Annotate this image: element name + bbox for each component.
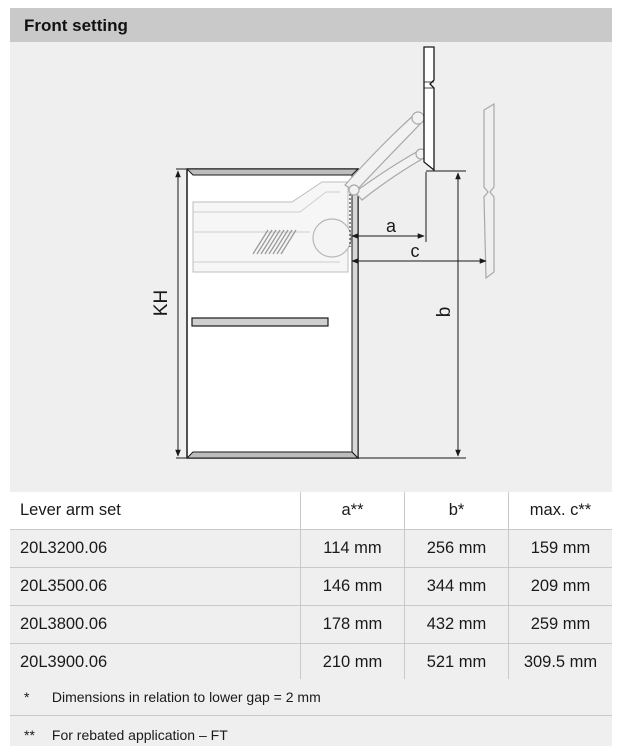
table-row: 20L3900.06 210 mm 521 mm 309.5 mm xyxy=(10,643,612,682)
table-row: 20L3500.06 146 mm 344 mm 209 mm xyxy=(10,567,612,606)
cell-max-c: 209 mm xyxy=(508,567,612,606)
footnote-mark: * xyxy=(24,689,30,705)
footnote-gap: * Dimensions in relation to lower gap = … xyxy=(10,679,612,716)
footnote-mark: ** xyxy=(24,727,35,743)
dimension-kh xyxy=(175,168,186,459)
cell-a: 146 mm xyxy=(300,567,405,606)
col-header-b: b* xyxy=(404,492,509,530)
cell-b: 432 mm xyxy=(404,605,509,644)
cell-lever-arm-set: 20L3500.06 xyxy=(10,567,301,606)
col-header-a: a** xyxy=(300,492,405,530)
cell-lever-arm-set: 20L3200.06 xyxy=(10,529,301,568)
cell-max-c: 159 mm xyxy=(508,529,612,568)
footnote-rebated: ** For rebated application – FT xyxy=(10,716,612,746)
front-panel-ghost xyxy=(483,102,495,280)
cell-b: 521 mm xyxy=(404,643,509,682)
label-b: b xyxy=(434,307,455,318)
diagram-drawing: KH a c b xyxy=(151,46,495,460)
lever-arm-table: Lever arm set a** b* max. c** 20L3200.06… xyxy=(10,492,612,682)
col-header-max-c: max. c** xyxy=(508,492,612,530)
cell-lever-arm-set: 20L3900.06 xyxy=(10,643,301,682)
cell-max-c: 259 mm xyxy=(508,605,612,644)
front-panel xyxy=(423,46,435,172)
section-title: Front setting xyxy=(24,16,128,35)
dimension-a xyxy=(351,172,427,242)
label-c: c xyxy=(411,241,420,261)
cell-a: 178 mm xyxy=(300,605,405,644)
cell-b: 256 mm xyxy=(404,529,509,568)
table-row: 20L3800.06 178 mm 432 mm 259 mm xyxy=(10,605,612,644)
front-setting-diagram: KH a c b xyxy=(10,42,612,492)
label-kh: KH xyxy=(151,290,172,316)
lever-arm xyxy=(344,111,427,201)
cabinet xyxy=(185,167,360,460)
cell-max-c: 309.5 mm xyxy=(508,643,612,682)
cell-a: 210 mm xyxy=(300,643,405,682)
label-a: a xyxy=(386,216,397,236)
section-header: Front setting xyxy=(10,8,612,42)
footnote-text: Dimensions in relation to lower gap = 2 … xyxy=(51,689,321,705)
col-header-lever-arm-set: Lever arm set xyxy=(10,492,301,530)
dimension-b xyxy=(358,170,466,459)
cell-a: 114 mm xyxy=(300,529,405,568)
cell-b: 344 mm xyxy=(404,567,509,606)
cell-lever-arm-set: 20L3800.06 xyxy=(10,605,301,644)
footnote-text: For rebated application – FT xyxy=(51,727,228,743)
table-row: 20L3200.06 114 mm 256 mm 159 mm xyxy=(10,529,612,568)
table-header-row: Lever arm set a** b* max. c** xyxy=(10,492,612,530)
